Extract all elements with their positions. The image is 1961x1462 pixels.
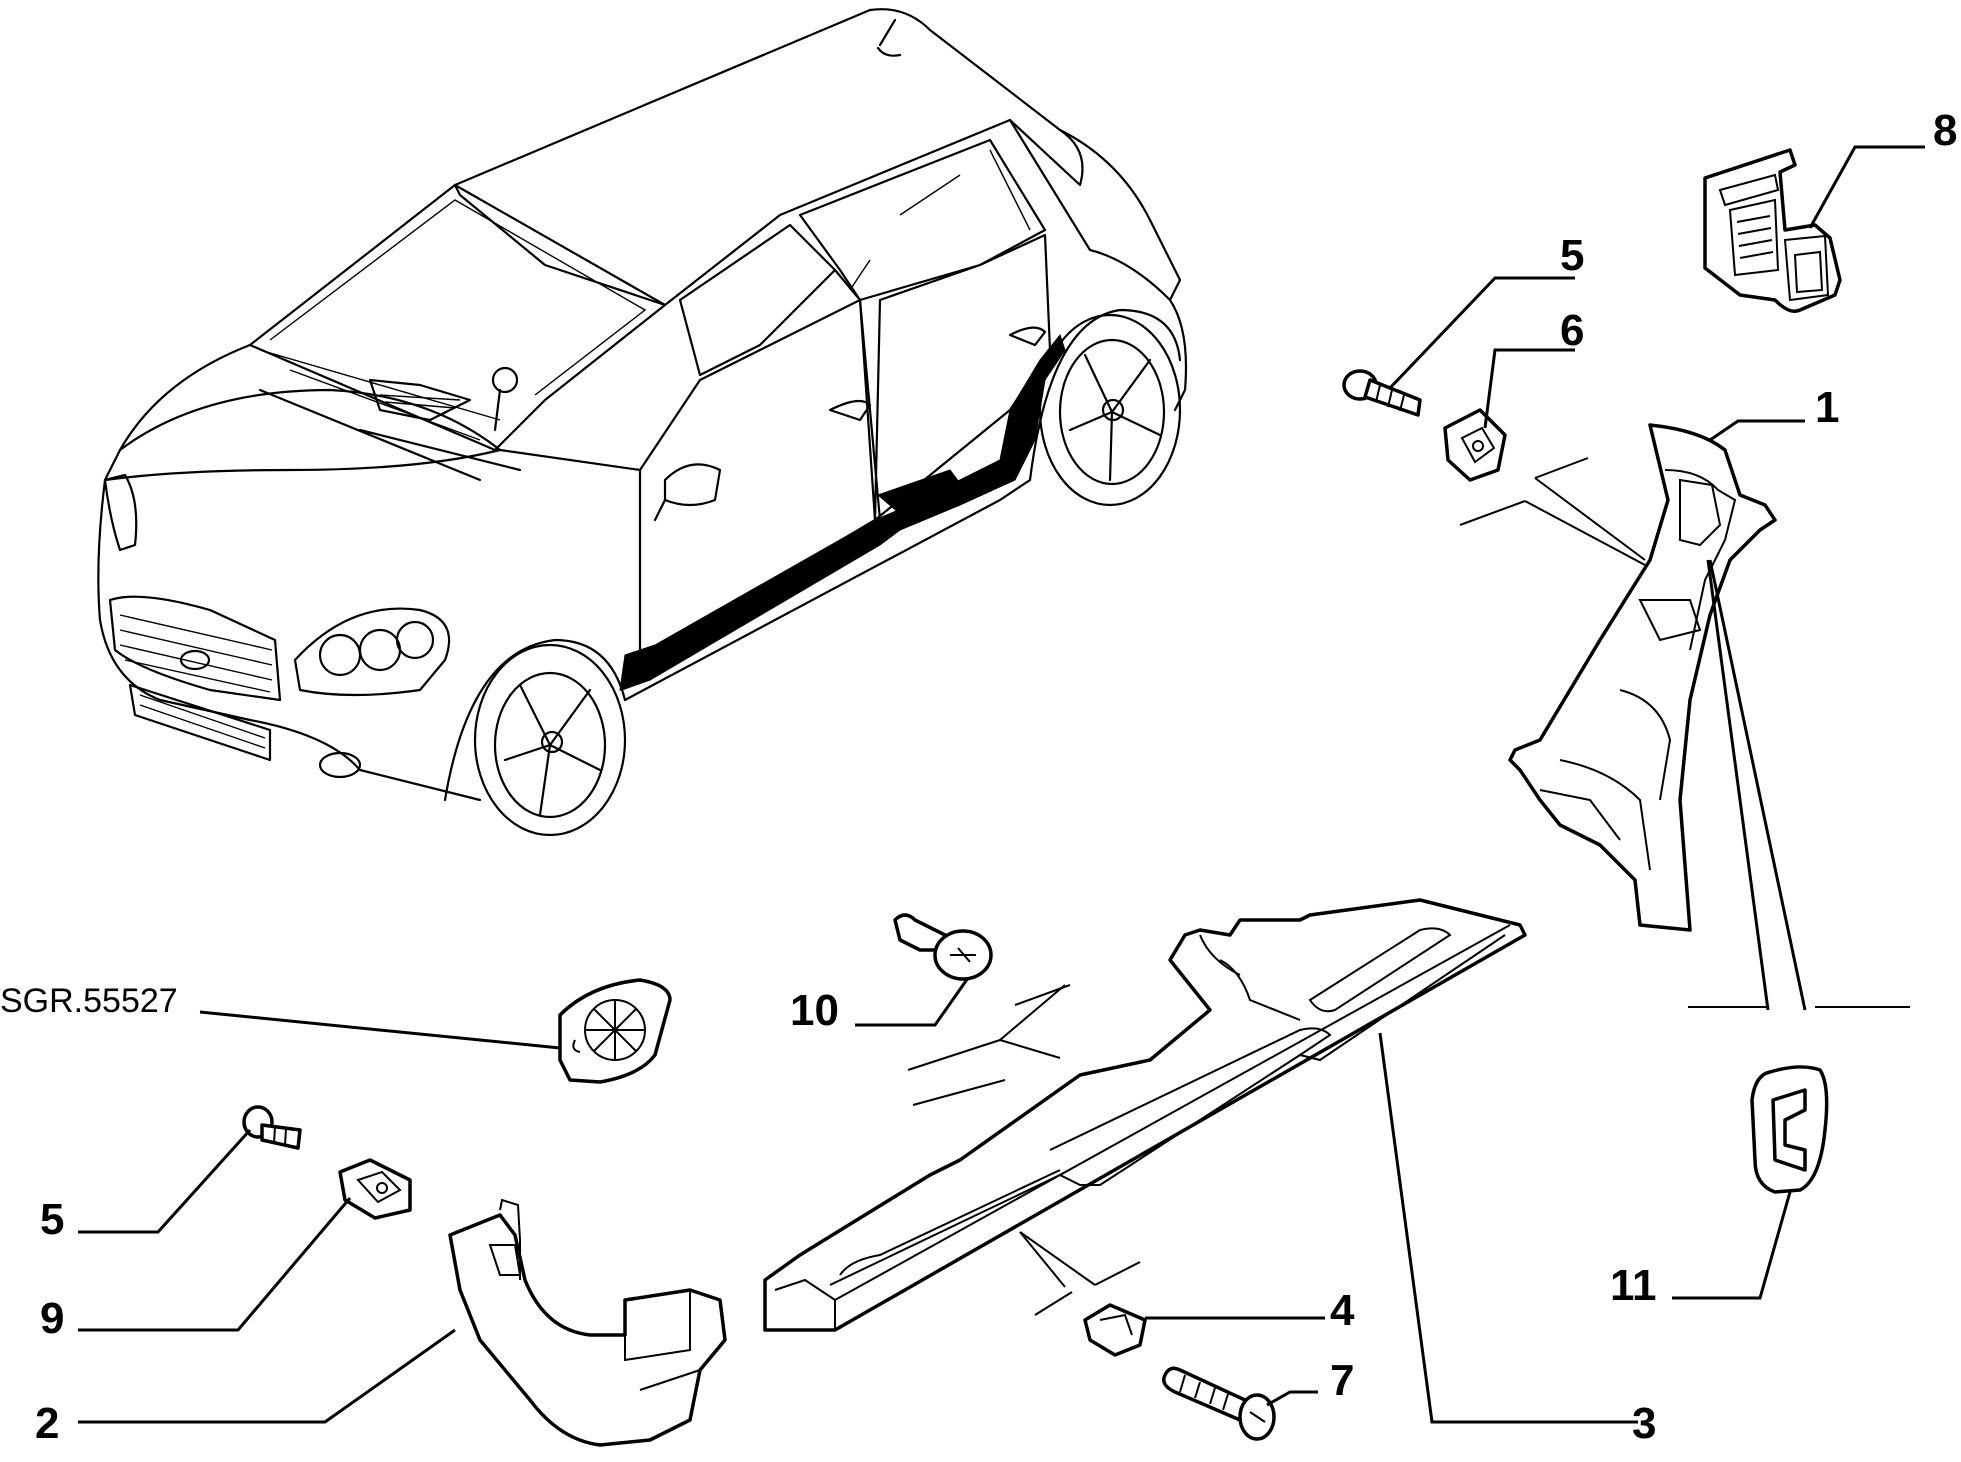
- part-1-pillar-trim: [1508, 423, 1777, 932]
- callout-7: 7: [1330, 1356, 1354, 1405]
- callout-5-upper: 5: [1560, 231, 1584, 280]
- part-6-clip-nut: [1443, 408, 1507, 482]
- callout-1: 1: [1815, 383, 1839, 432]
- part-7-bolt: [1162, 1366, 1276, 1441]
- callout-4: 4: [1330, 1286, 1355, 1335]
- car-illustration: [97, 8, 1188, 837]
- part-2-mud-flap: [448, 1198, 727, 1447]
- callout-labels: 8 5 6 1 10 SGR.55527 5 9 2 4 7 3 11: [0, 106, 1957, 1448]
- leader-lines: [78, 145, 1925, 1424]
- grommet-sgr-55527: [558, 978, 672, 1084]
- part-5-screw-lower: [242, 1105, 302, 1150]
- part-5-screw-upper: [1342, 369, 1422, 417]
- part-4-clip: [1083, 1303, 1147, 1357]
- part-3-sill-trim: [763, 898, 1527, 1332]
- part-9-clip-nut: [338, 1158, 412, 1220]
- callout-2: 2: [35, 1399, 59, 1448]
- part-10-push-clip: [893, 913, 993, 981]
- callout-8: 8: [1933, 106, 1957, 155]
- callout-5-lower: 5: [40, 1195, 64, 1244]
- part-8-clip-block: [1703, 148, 1842, 313]
- callout-11: 11: [1610, 1261, 1657, 1310]
- callout-9: 9: [40, 1294, 64, 1343]
- part-11-cap: [1750, 1065, 1829, 1194]
- callout-10: 10: [790, 986, 839, 1035]
- reference-code-sgr: SGR.55527: [0, 982, 178, 1020]
- callout-6: 6: [1560, 306, 1584, 355]
- callout-3: 3: [1632, 1399, 1656, 1448]
